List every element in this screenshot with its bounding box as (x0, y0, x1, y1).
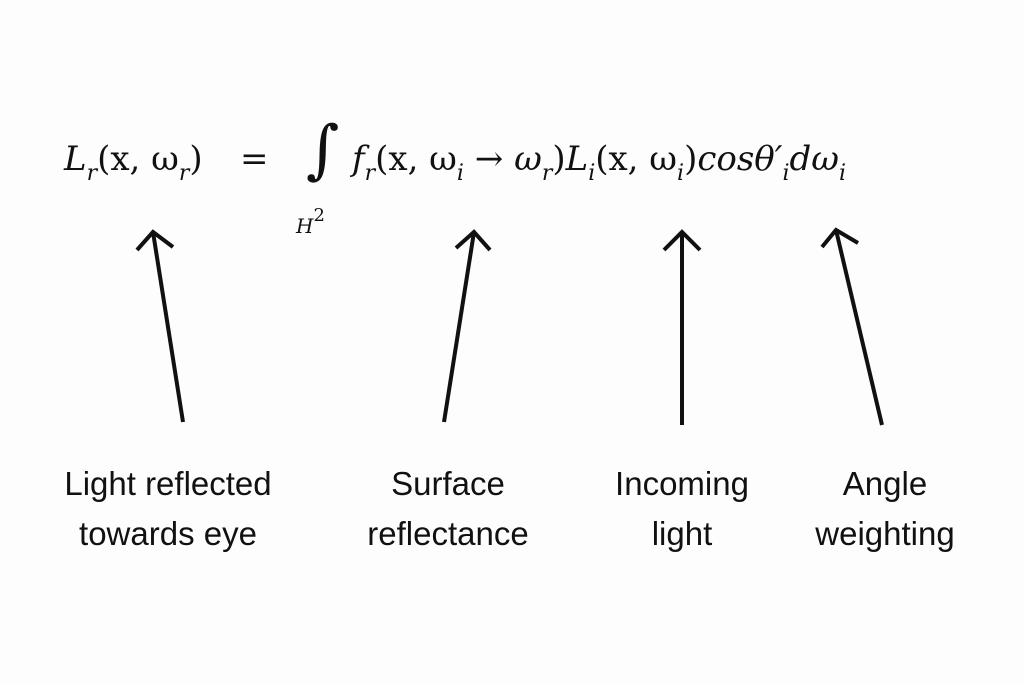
radiance-symbol: L (64, 139, 87, 179)
integrand: fr(x, ωi → ωr)Li(x, ωi)cosθ′idωi (352, 139, 846, 185)
cosine-subscript: i (782, 161, 790, 186)
label-incoming-light: Incoming light (587, 459, 777, 559)
brdf-outgoing: ω (514, 139, 542, 179)
radiance-subscript: r (86, 161, 98, 186)
brdf-close: ) (552, 139, 566, 179)
brdf-symbol: f (352, 139, 365, 179)
equals-sign: = (240, 139, 269, 179)
label-line: towards eye (79, 515, 257, 552)
rendering-equation: Lr(x, ωr) = ∫ H2 fr(x, ωi → ωr)Li(x, ωi)… (0, 0, 1024, 260)
label-line: Angle (842, 465, 928, 502)
integral-domain-exponent: 2 (313, 205, 325, 226)
label-surface-reflectance: Surface reflectance (338, 459, 558, 559)
arrow-light-reflected (135, 229, 185, 423)
brdf-args-subscript: i (456, 161, 464, 186)
incoming-symbol: L (565, 139, 589, 179)
label-angle-weighting: Angle weighting (790, 459, 980, 559)
arrow-incoming-light (662, 229, 702, 425)
radiance-args-subscript: r (178, 161, 190, 186)
radiance-term: Lr(x, ωr) (64, 139, 203, 185)
radiance-close: ) (189, 139, 203, 179)
brdf-args: (x, ω (375, 139, 457, 179)
integral-domain: H2 (296, 205, 325, 238)
label-line: weighting (815, 515, 955, 552)
brdf-subscript: r (364, 161, 376, 186)
label-line: Incoming (615, 465, 749, 502)
brdf-outgoing-subscript: r (541, 161, 553, 186)
incoming-close: ) (684, 139, 698, 179)
label-light-reflected: Light reflected towards eye (28, 459, 308, 559)
label-line: Light reflected (64, 465, 272, 502)
arrow-surface-reflectance (442, 229, 492, 423)
arrow-angle-weighting (820, 227, 884, 426)
label-line: Surface (391, 465, 505, 502)
brdf-arrow: → (474, 139, 504, 179)
differential-term: dω (789, 139, 840, 179)
differential-subscript: i (839, 161, 847, 186)
integral-domain-base: H (296, 214, 314, 238)
integral-sign: ∫ (306, 113, 340, 187)
radiance-args: (x, ω (97, 139, 179, 179)
incoming-args-subscript: i (677, 161, 685, 186)
incoming-args: (x, ω (595, 139, 678, 179)
label-line: light (651, 515, 713, 552)
incoming-subscript: i (588, 161, 596, 186)
cosine-term: cosθ′ (697, 139, 783, 179)
label-line: reflectance (367, 515, 529, 552)
